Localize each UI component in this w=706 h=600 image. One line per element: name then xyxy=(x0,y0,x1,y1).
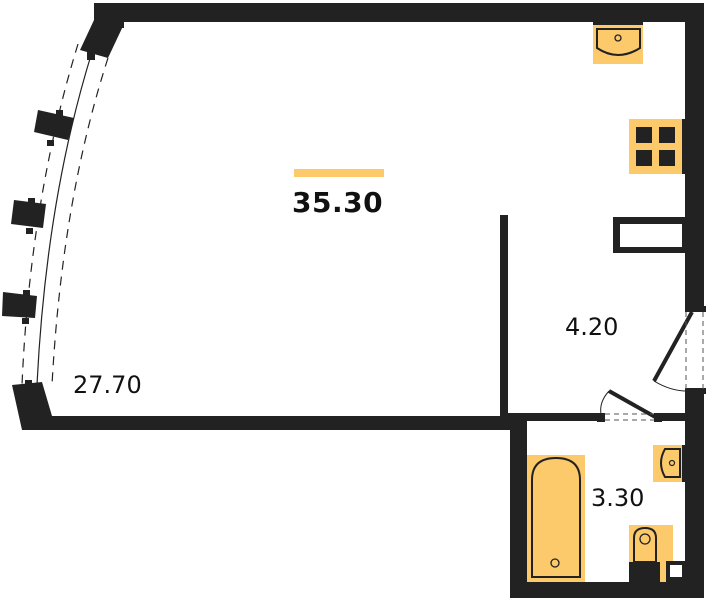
bathroom-door xyxy=(597,389,662,422)
wall-right-lower xyxy=(685,393,704,598)
washbasin-icon xyxy=(653,445,686,482)
wall-top xyxy=(94,3,704,28)
wall-partition xyxy=(500,215,508,430)
wall-corner-bottom-left xyxy=(12,382,52,430)
wall-hall-bath-right xyxy=(660,413,690,421)
hallway-area-label: 4.20 xyxy=(565,313,619,341)
stove-icon xyxy=(629,119,686,174)
entrance-door xyxy=(652,306,706,394)
living-room-area-label: 27.70 xyxy=(73,371,142,399)
toilet-icon xyxy=(629,525,673,582)
wall-bath-bottom xyxy=(510,582,704,598)
shaft-icon xyxy=(666,561,685,582)
total-area-accent-bar xyxy=(294,169,384,177)
wall-right xyxy=(685,3,704,308)
sink-icon xyxy=(593,20,643,64)
window-mullion-1 xyxy=(34,110,74,140)
wall-hall-bath-left xyxy=(500,413,600,421)
window-mullion-2 xyxy=(11,200,46,228)
wall-living-bottom xyxy=(40,416,520,430)
walls xyxy=(12,3,704,598)
wall-corner-top-left xyxy=(80,3,124,58)
window-mullion-3 xyxy=(2,292,37,318)
total-area-label: 35.30 xyxy=(292,186,384,219)
bathroom-area-label: 3.30 xyxy=(591,484,645,512)
bathtub-icon xyxy=(527,455,585,582)
wall-bath-left xyxy=(510,416,527,598)
window-wall xyxy=(2,43,109,386)
counter-outline xyxy=(613,217,685,253)
